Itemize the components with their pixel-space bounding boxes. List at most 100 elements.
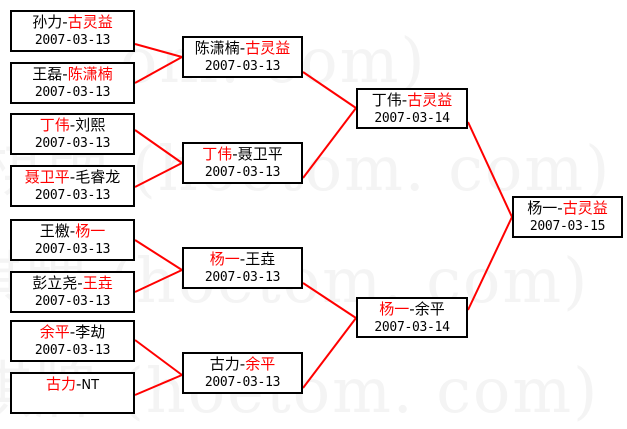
player-separator: - xyxy=(77,274,83,292)
match-date: 2007-03-13 xyxy=(34,242,111,257)
connector-r3m2-final xyxy=(467,216,513,311)
match-date: 2007-03-13 xyxy=(34,294,111,309)
match-players: 丁伟-刘熙 xyxy=(12,116,133,135)
connector-r3m1-final xyxy=(467,121,513,218)
player-separator: - xyxy=(409,300,415,318)
match-date: 2007-03-15 xyxy=(529,219,606,234)
connector-r2m3-r3m2 xyxy=(302,282,357,319)
match-players: 王檄-杨一 xyxy=(12,222,133,241)
match-date: 2007-03-13 xyxy=(204,270,281,285)
match-box[interactable]: 杨一-余平 2007-03-14 xyxy=(356,297,468,338)
connector-r2m4-r3m2 xyxy=(302,317,357,389)
match-date: 2007-03-13 xyxy=(204,375,281,390)
player-separator: - xyxy=(232,145,238,163)
match-box[interactable]: 丁伟-聂卫平 2007-03-13 xyxy=(182,142,303,184)
match-players: 余平-李劫 xyxy=(12,323,133,342)
player-right: 李劫 xyxy=(75,323,106,341)
match-box[interactable]: 王磊-陈潇楠 2007-03-13 xyxy=(10,62,135,104)
connector-r1m5-r2m3 xyxy=(134,239,183,271)
player-right: 杨一 xyxy=(75,222,106,240)
player-right: 王垚 xyxy=(82,274,113,292)
match-players: 杨一-王垚 xyxy=(184,250,301,269)
match-players: 陈潇楠-古灵益 xyxy=(184,39,301,58)
match-date: 2007-03-14 xyxy=(374,111,450,126)
match-date: 2007-03-14 xyxy=(374,320,450,335)
match-players: 丁伟-聂卫平 xyxy=(184,145,301,164)
player-left: 丁伟 xyxy=(202,145,233,163)
player-left: 丁伟 xyxy=(371,91,402,109)
match-players: 杨一-余平 xyxy=(358,300,466,319)
player-left: 杨一 xyxy=(527,199,558,217)
connector-r1m2-r2m1 xyxy=(134,56,183,84)
player-separator: - xyxy=(239,39,246,57)
player-right: 余平 xyxy=(414,300,445,318)
match-date: 2007-03-13 xyxy=(204,165,281,180)
connector-r2m1-r3m1 xyxy=(302,71,357,109)
match-box[interactable]: 彭立尧-王垚 2007-03-13 xyxy=(10,271,135,313)
match-players: 彭立尧-王垚 xyxy=(12,274,133,293)
player-separator: - xyxy=(69,116,76,134)
player-left: 聂卫平 xyxy=(24,168,70,186)
player-left: 王磊 xyxy=(32,65,63,83)
player-separator: - xyxy=(62,65,68,83)
player-right: 古灵益 xyxy=(245,39,291,57)
connector-r2m2-r3m1 xyxy=(302,107,357,179)
connector-r1m8-r2m4 xyxy=(134,374,183,396)
player-right: 王垚 xyxy=(245,250,276,268)
match-date: 2007-03-13 xyxy=(34,33,111,48)
match-date: 2007-03-13 xyxy=(34,188,111,203)
match-box[interactable]: 丁伟-刘熙 2007-03-13 xyxy=(10,113,135,155)
connector-r1m1-r2m1 xyxy=(134,43,183,58)
match-box[interactable]: 王檄-杨一 2007-03-13 xyxy=(10,219,135,261)
player-right: 古灵益 xyxy=(562,199,608,217)
player-left: 陈潇楠 xyxy=(194,39,240,57)
player-separator: - xyxy=(69,222,76,240)
player-left: 丁伟 xyxy=(39,116,70,134)
match-box[interactable]: 古力-余平 2007-03-13 xyxy=(182,352,303,394)
match-date: 2007-03-13 xyxy=(204,59,281,74)
match-players: 杨一-古灵益 xyxy=(514,199,621,218)
player-right: 毛睿龙 xyxy=(75,168,121,186)
player-right: 聂卫平 xyxy=(237,145,283,163)
player-separator: - xyxy=(239,250,246,268)
player-left: 王檄 xyxy=(39,222,70,240)
match-date: 2007-03-13 xyxy=(34,343,111,358)
connector-r1m7-r2m4 xyxy=(134,339,183,376)
player-left: 古力 xyxy=(45,375,76,393)
match-box[interactable]: 孙力-古灵益 2007-03-13 xyxy=(10,10,135,52)
match-box[interactable]: 杨一-古灵益 2007-03-15 xyxy=(512,196,623,238)
match-players: 古力-余平 xyxy=(184,355,301,374)
player-right: 余平 xyxy=(245,355,276,373)
match-box[interactable]: 余平-李劫 2007-03-13 xyxy=(10,320,135,362)
connector-r1m6-r2m3 xyxy=(134,269,183,293)
player-left: 余平 xyxy=(39,323,70,341)
match-players: 王磊-陈潇楠 xyxy=(12,65,133,84)
match-date: 2007-03-13 xyxy=(34,136,111,151)
player-separator: - xyxy=(75,375,82,393)
match-players: 聂卫平-毛睿龙 xyxy=(12,168,133,187)
player-separator: - xyxy=(69,323,76,341)
player-right: NT xyxy=(81,378,100,393)
player-separator: - xyxy=(62,13,68,31)
player-right: 刘熙 xyxy=(75,116,106,134)
match-date: 2007-03-13 xyxy=(34,85,111,100)
player-right: 古灵益 xyxy=(407,91,453,109)
connector-r1m4-r2m2 xyxy=(134,162,183,188)
player-right: 古灵益 xyxy=(67,13,113,31)
match-players: 古力-NT xyxy=(12,375,133,395)
player-separator: - xyxy=(239,355,246,373)
match-box[interactable]: 杨一-王垚 2007-03-13 xyxy=(182,247,303,289)
match-box[interactable]: 古力-NT xyxy=(10,372,135,414)
player-left: 杨一 xyxy=(209,250,240,268)
player-separator: - xyxy=(401,91,408,109)
player-separator: - xyxy=(557,199,563,217)
player-left: 彭立尧 xyxy=(32,274,78,292)
match-box[interactable]: 聂卫平-毛睿龙 2007-03-13 xyxy=(10,165,135,207)
player-left: 古力 xyxy=(209,355,240,373)
player-right: 陈潇楠 xyxy=(67,65,113,83)
match-box[interactable]: 丁伟-古灵益 2007-03-14 xyxy=(356,88,468,129)
player-left: 孙力 xyxy=(32,13,63,31)
match-players: 丁伟-古灵益 xyxy=(358,91,466,110)
match-box[interactable]: 陈潇楠-古灵益 2007-03-13 xyxy=(182,36,303,78)
